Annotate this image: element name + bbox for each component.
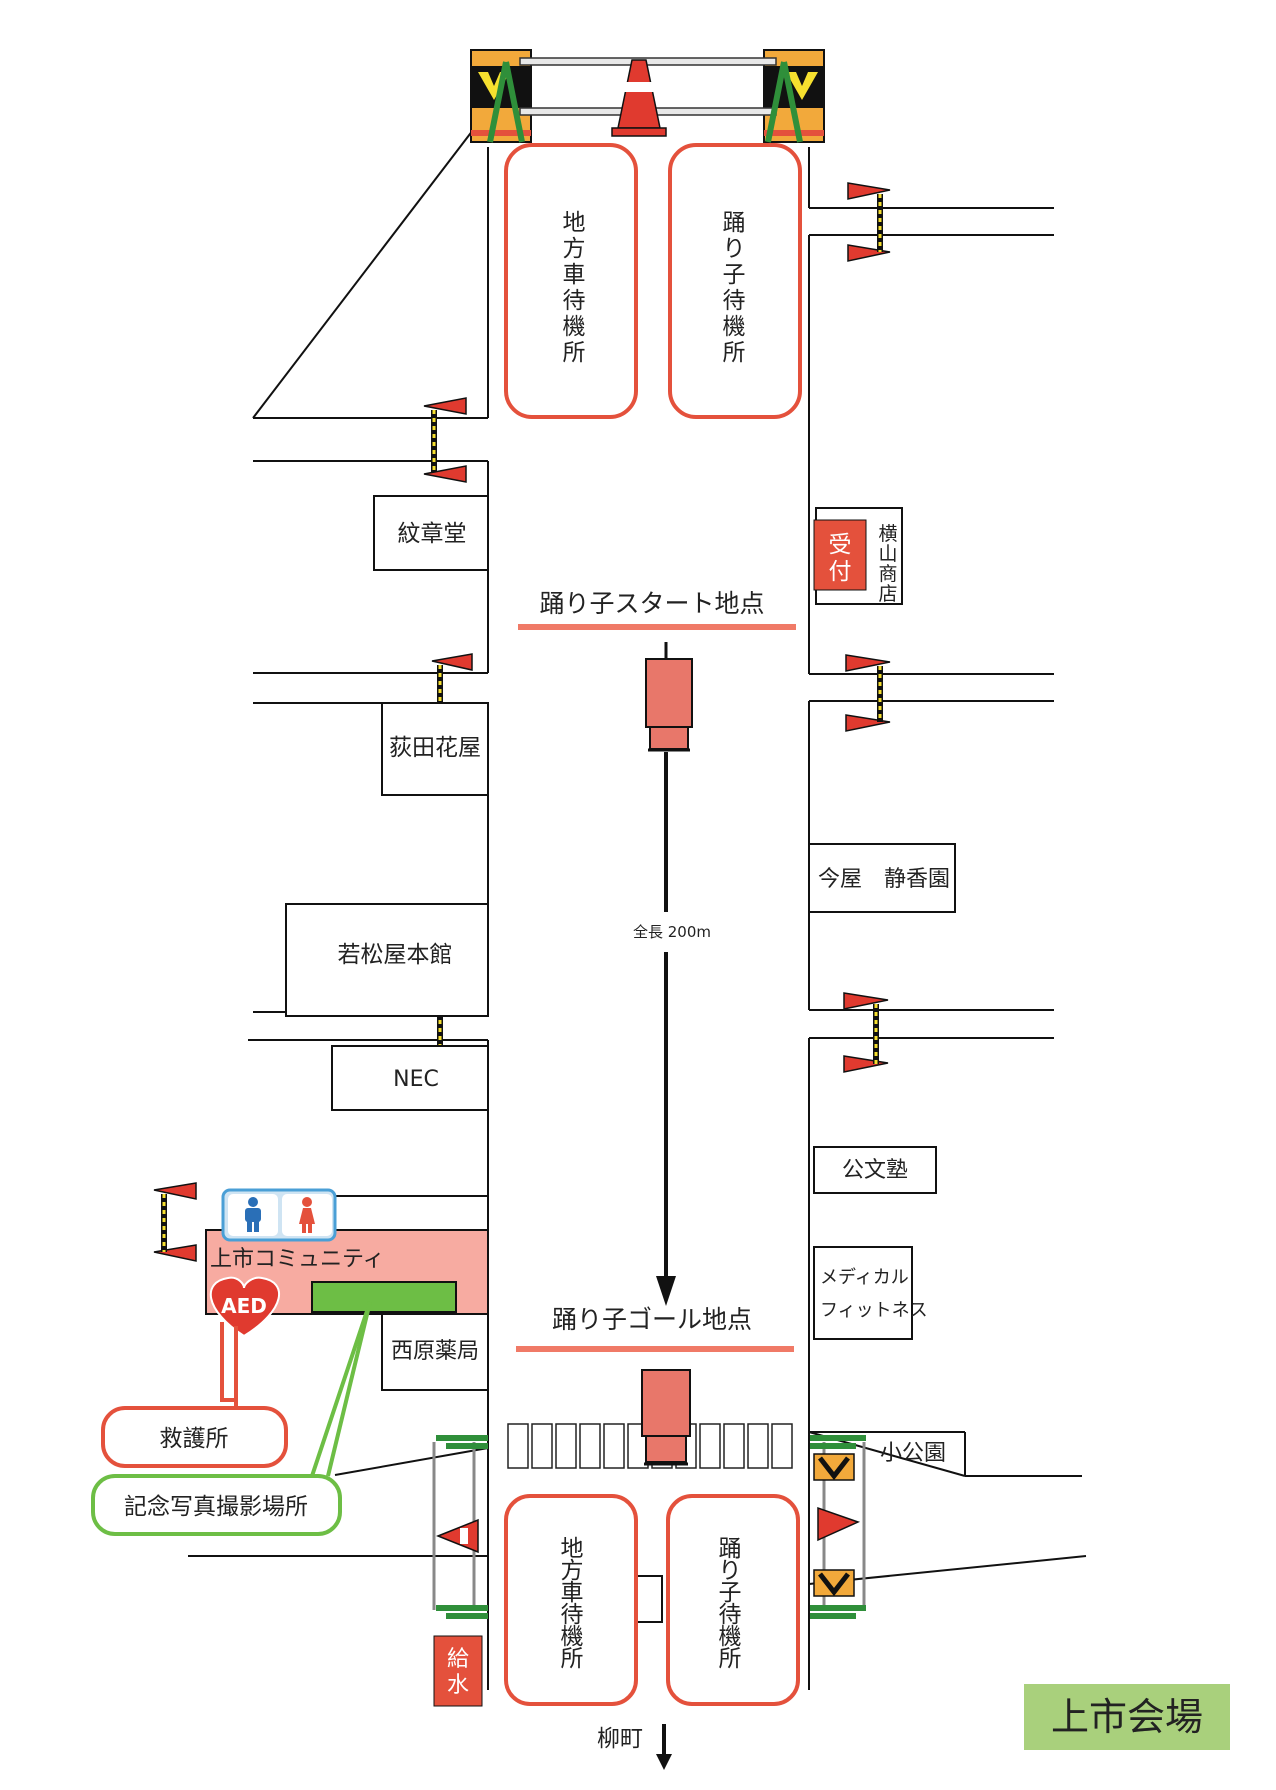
shop-nishihara-label: 西原薬局 bbox=[391, 1339, 479, 1364]
shop-wakamatsu: 若松屋本館 bbox=[285, 903, 489, 1017]
start-label: 踊り子スタート地点 bbox=[539, 589, 764, 618]
shop-imaya: 今屋 静香園 bbox=[808, 843, 956, 913]
side-street-barrier-right-2 bbox=[845, 654, 891, 732]
waiting-area-top-right-char: 子 bbox=[723, 262, 746, 288]
kayama-shop-char: 山 bbox=[878, 543, 897, 565]
callout-lines bbox=[220, 1301, 372, 1477]
shop-medical: メディカル フィットネス bbox=[813, 1246, 928, 1340]
down-arrow-icon bbox=[656, 1754, 672, 1770]
route-arrow: 全長 200m bbox=[633, 752, 711, 1306]
photo-spot: 記念写真撮影場所 bbox=[91, 1474, 342, 1536]
waiting-area-top-right-char: 踊 bbox=[723, 210, 746, 236]
waiting-area-bottom-right-char: 待 bbox=[719, 1602, 742, 1628]
bottom-barrier-left bbox=[432, 1435, 488, 1619]
goal-point: 踊り子ゴール地点 bbox=[516, 1305, 794, 1352]
shop-nishihara: 西原薬局 bbox=[381, 1311, 489, 1391]
small-park: 小公園 bbox=[809, 1431, 966, 1476]
shop-medical-line1: メディカル bbox=[820, 1267, 909, 1288]
side-street-barrier-left-4 bbox=[153, 1182, 197, 1262]
water-char: 水 bbox=[447, 1673, 469, 1698]
water-char: 給 bbox=[447, 1647, 469, 1672]
aed-label: AED bbox=[221, 1294, 267, 1318]
waiting-area-top-right-char: 機 bbox=[723, 314, 746, 340]
float-goal bbox=[641, 1369, 691, 1466]
community-label: 上市コミュニティ bbox=[210, 1247, 385, 1272]
male-icon bbox=[245, 1197, 261, 1232]
waiting-area-bottom-left-char: 機 bbox=[561, 1624, 584, 1650]
reception: 受 付 bbox=[813, 519, 867, 591]
reception-char: 付 bbox=[829, 559, 852, 585]
waiting-area-top-left-char: 待 bbox=[563, 288, 586, 314]
direction-label: 柳町 bbox=[597, 1726, 643, 1752]
female-icon bbox=[299, 1197, 315, 1233]
side-street-barrier-right-3 bbox=[843, 992, 889, 1073]
shop-ogita-label: 荻田花屋 bbox=[389, 735, 481, 761]
waiting-area-bottom-left-char: 地 bbox=[561, 1536, 584, 1562]
waiting-area-bottom-right-char: 所 bbox=[719, 1646, 742, 1672]
waiting-area-bottom-left-char: 所 bbox=[561, 1646, 584, 1672]
route-length-label: 全長 200m bbox=[633, 923, 711, 941]
water-station: 給 水 bbox=[433, 1635, 483, 1707]
waiting-area-top-left: 地 方 車 待 機 所 bbox=[504, 143, 638, 419]
waiting-area-top-left-char: 所 bbox=[563, 340, 586, 366]
waiting-area-top-right-char: り bbox=[723, 236, 746, 262]
waiting-area-bottom-right-char: 踊 bbox=[719, 1536, 742, 1562]
waiting-area-top-right: 踊 り 子 待 機 所 bbox=[668, 143, 802, 419]
first-aid-label: 救護所 bbox=[160, 1426, 229, 1452]
photo-spot-label: 記念写真撮影場所 bbox=[124, 1494, 308, 1520]
restroom bbox=[221, 1188, 337, 1242]
shop-nec: NEC bbox=[331, 1045, 489, 1111]
shop-kumon: 公文塾 bbox=[813, 1146, 937, 1194]
waiting-area-bottom-left-char: 待 bbox=[561, 1602, 584, 1628]
start-point: 踊り子スタート地点 bbox=[518, 589, 796, 630]
reception-char: 受 bbox=[829, 532, 852, 558]
kayama-shop-char: 商 bbox=[878, 563, 897, 585]
shop-medical-line2: フィットネス bbox=[820, 1300, 928, 1321]
waiting-area-top-left-char: 方 bbox=[563, 236, 586, 262]
aed-heart-icon: AED bbox=[209, 1276, 280, 1338]
waiting-area-bottom-left: 地 方 車 待 機 所 bbox=[504, 1494, 638, 1706]
bottom-barrier-right bbox=[810, 1435, 866, 1619]
shop-ogita: 荻田花屋 bbox=[381, 702, 489, 796]
top-barrier bbox=[470, 49, 825, 143]
direction-indicator: 柳町 bbox=[597, 1724, 672, 1770]
kayama-shop-char: 横 bbox=[878, 523, 897, 545]
shop-monshodo: 紋章堂 bbox=[373, 495, 489, 571]
first-aid-station: 救護所 bbox=[101, 1406, 288, 1468]
goal-label: 踊り子ゴール地点 bbox=[552, 1305, 752, 1334]
waiting-area-top-right-char: 所 bbox=[723, 340, 746, 366]
waiting-area-top-right-char: 待 bbox=[723, 288, 746, 314]
kayama-shop-char: 店 bbox=[878, 583, 897, 605]
waiting-area-bottom-right-char: り bbox=[719, 1558, 742, 1584]
waiting-area-bottom-right-char: 機 bbox=[719, 1624, 742, 1650]
shop-imaya-label: 今屋 静香園 bbox=[818, 867, 950, 892]
waiting-area-top-left-char: 車 bbox=[563, 262, 586, 288]
waiting-area-top-left-char: 機 bbox=[563, 314, 586, 340]
waiting-area-bottom-left-char: 車 bbox=[561, 1580, 584, 1606]
small-park-label: 小公園 bbox=[880, 1441, 946, 1466]
shop-kumon-label: 公文塾 bbox=[842, 1158, 908, 1183]
waiting-area-top-left-char: 地 bbox=[563, 210, 586, 236]
waiting-area-bottom-right: 踊 り 子 待 機 所 bbox=[666, 1494, 800, 1706]
venue-name-label: 上市会場 bbox=[1051, 1695, 1203, 1739]
venue-name-box: 上市会場 bbox=[1024, 1684, 1230, 1750]
float-start bbox=[645, 642, 693, 752]
side-street-barrier-right-1 bbox=[847, 182, 891, 262]
waiting-area-bottom-left-char: 方 bbox=[561, 1558, 584, 1584]
shop-nec-label: NEC bbox=[393, 1067, 439, 1092]
shop-wakamatsu-label: 若松屋本館 bbox=[338, 942, 453, 968]
waiting-area-bottom-right-char: 子 bbox=[719, 1580, 742, 1606]
shop-monshodo-label: 紋章堂 bbox=[398, 521, 467, 547]
side-street-barrier-left-1 bbox=[423, 397, 467, 483]
